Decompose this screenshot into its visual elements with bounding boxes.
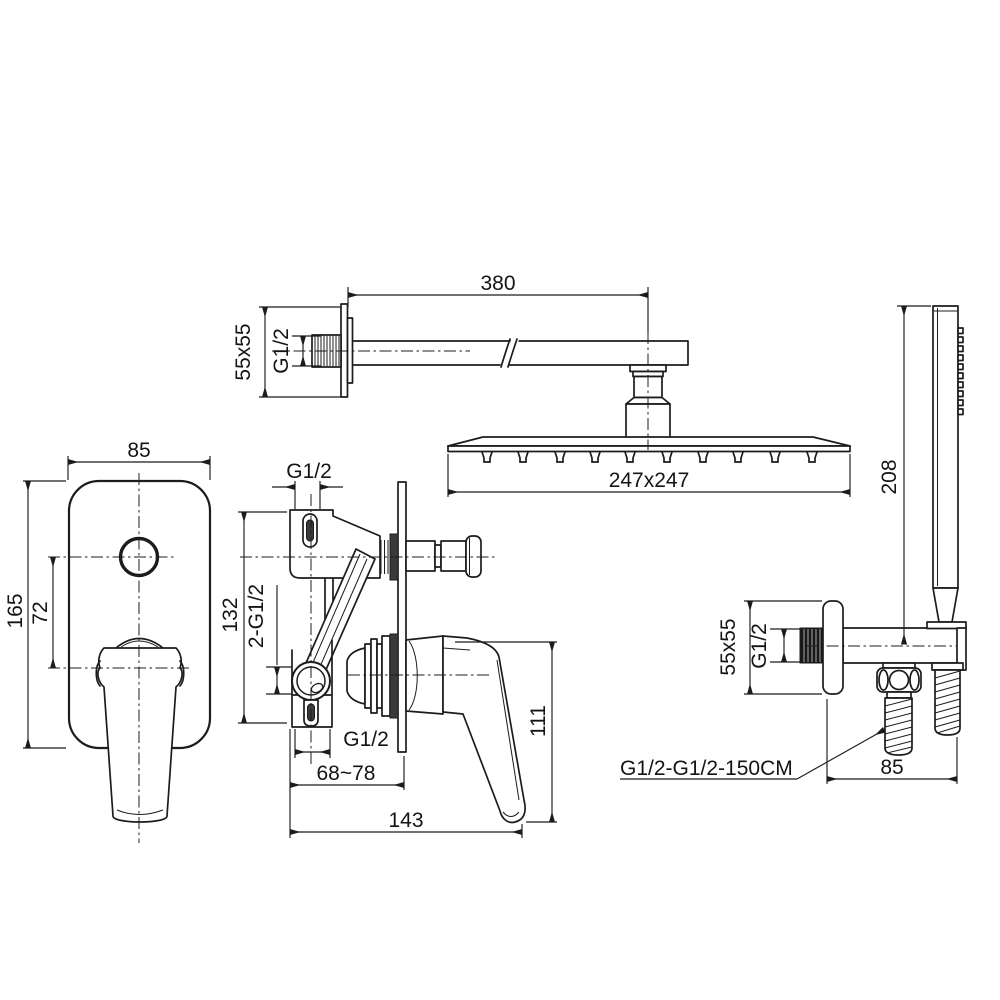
dimensions: 380 55x55 G1/2 247x247 208 85 165 72 G1/…	[4, 272, 958, 838]
dim-section-install-depth: 68~78	[317, 762, 376, 785]
head-nozzles	[481, 451, 818, 463]
shower-hose-right	[931, 662, 964, 736]
shower-arm-view	[311, 303, 689, 440]
mixer-section-view	[289, 481, 526, 824]
dim-outlet-flange: 55x55	[717, 618, 740, 675]
head-top-surface	[447, 436, 851, 447]
shower-hose-left	[884, 697, 913, 756]
dim-arm-flange: 55x55	[232, 323, 255, 380]
hand-shower	[932, 305, 964, 623]
section-lower-body	[291, 639, 333, 728]
dim-arm-length: 380	[480, 272, 515, 295]
dim-section-top-thread: G1/2	[286, 460, 332, 483]
dim-arm-thread: G1/2	[270, 328, 293, 374]
mixer-handle-front	[95, 637, 185, 823]
rain-shower-head	[447, 436, 851, 463]
dim-section-total-depth: 143	[388, 809, 423, 832]
label-hose-spec: G1/2-G1/2-150CM	[620, 757, 793, 780]
hose-swivel-nut	[876, 662, 922, 699]
dim-front-width: 85	[127, 439, 150, 462]
dim-outlet-thread: G1/2	[748, 623, 771, 669]
hand-shower-nozzles	[957, 327, 964, 416]
section-wall-plate	[397, 481, 407, 753]
hand-shower-body	[932, 305, 959, 589]
shower-arm-tube	[351, 340, 689, 366]
dim-front-spacing: 72	[29, 601, 52, 624]
outlet-flange	[822, 600, 844, 695]
hand-shower-cone	[932, 587, 959, 623]
section-handle	[442, 635, 526, 824]
mixer-front-view	[67, 479, 212, 823]
dim-section-ports: 2-G1/2	[245, 584, 268, 648]
dim-section-height: 132	[219, 597, 242, 632]
dim-outlet-width: 85	[880, 756, 903, 779]
dim-section-handle-drop: 111	[527, 705, 550, 737]
dim-front-height: 165	[4, 593, 27, 628]
hand-shower-holder-ring	[926, 621, 967, 630]
dim-section-bottom-thread: G1/2	[343, 728, 389, 751]
head-edge	[447, 445, 851, 453]
section-cartridge	[346, 633, 399, 719]
wall-outlet-elbow	[799, 600, 967, 756]
dim-head-size: 247x247	[609, 469, 690, 492]
dim-hand-shower-length: 208	[878, 459, 901, 494]
section-diverter-knob	[405, 535, 482, 578]
